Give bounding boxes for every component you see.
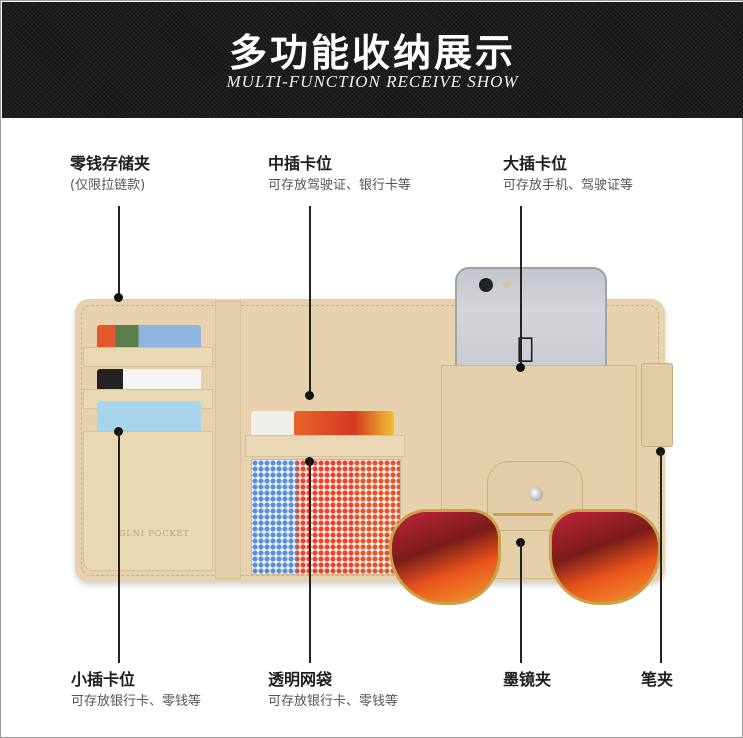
leader-line [118,206,120,298]
small-card-pocket [83,431,213,571]
card [97,325,201,351]
banner-subtitle: MULTI-FUNCTION RECEIVE SHOW [226,72,519,91]
callout-title: 零钱存储夹 [70,154,151,173]
callout-mesh-pocket: 透明网袋 可存放银行卡、零钱等 [268,670,398,711]
leader-dot [516,363,525,372]
leader-dot [305,391,314,400]
card [97,401,201,433]
leader-line [309,206,311,396]
callout-large-card-slot: 大插卡位 可存放手机、驾驶证等 [503,154,633,195]
callout-title: 小插卡位 [71,670,136,689]
callout-desc: 可存放手机、驾驶证等 [503,178,634,193]
sunglasses-lens-right [549,509,661,605]
middle-card-slot [245,435,405,457]
leader-line [660,451,662,663]
pen-loop [641,363,673,447]
callout-desc: 可存放银行卡、零钱等 [71,694,202,709]
callout-title: 透明网袋 [268,670,333,689]
callout-title: 墨镜夹 [503,670,552,689]
center-strip [215,301,241,579]
callout-pen-clip: 笔夹 [641,670,673,690]
callout-title: 笔夹 [641,670,674,689]
callout-small-card-slot: 小插卡位 可存放银行卡、零钱等 [71,670,201,711]
leader-line [520,542,522,663]
leader-line [520,206,522,367]
flash-icon [503,281,510,288]
callout-glasses-clip: 墨镜夹 [503,670,551,690]
mesh-pocket [251,459,401,575]
leader-line [118,431,120,663]
snap-button-icon [529,487,543,501]
brand-emboss: GLNI POCKET [119,529,190,538]
leader-line [309,461,311,663]
callout-coin-zip: 零钱存储夹 (仅限拉链款) [70,154,150,195]
sunglasses-bridge [493,513,553,518]
callout-desc: 可存放银行卡、零钱等 [268,694,399,709]
callout-title: 中插卡位 [268,154,333,173]
callout-middle-card-slot: 中插卡位 可存放驾驶证、银行卡等 [268,154,411,195]
callout-desc: (仅限拉链款) [70,178,146,193]
callout-title: 大插卡位 [503,154,568,173]
camera-icon [479,278,493,292]
header-banner: 多功能收纳展示 MULTI-FUNCTION RECEIVE SHOW [2,2,743,118]
sunglasses-lens-left [389,509,501,605]
card-slot [83,347,213,367]
banner-title: 多功能收纳展示 [228,31,516,75]
leader-dot [114,293,123,302]
callout-desc: 可存放驾驶证、银行卡等 [268,178,412,193]
phone:  [455,267,607,377]
